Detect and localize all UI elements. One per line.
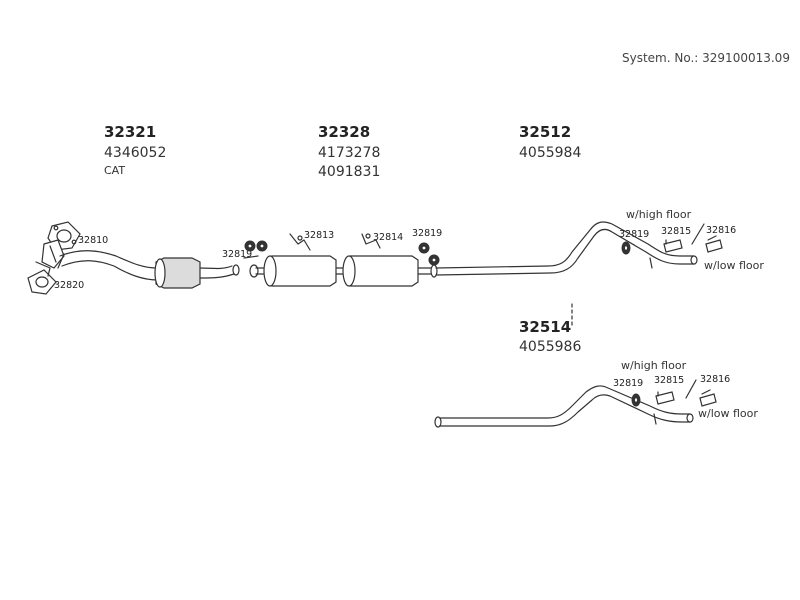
callout-32816: 32816 [700, 374, 731, 385]
note-low-floor: w/low floor [698, 407, 758, 420]
part-code: 4055986 [519, 339, 582, 355]
system-number: System. No.: 329100013.09 [622, 51, 790, 65]
rubber-hanger [243, 240, 268, 259]
rubber-hanger [418, 242, 440, 266]
note-high-floor: w/high floor [621, 359, 687, 372]
callout-32813: 32813 [304, 230, 335, 241]
rubber-hanger [631, 393, 641, 407]
catalytic-converter-pipe [41, 239, 240, 289]
rear-pipe-32514 [434, 385, 694, 428]
callout-32816: 32816 [706, 225, 737, 236]
bracket [699, 389, 717, 407]
callout-32820: 32820 [54, 280, 85, 291]
callout-32810: 32810 [78, 235, 109, 246]
rear-pipe-32512 [435, 221, 698, 276]
separator-line [685, 379, 697, 399]
bracket [361, 233, 381, 249]
callout-32819: 32819 [619, 229, 650, 240]
clamp [27, 261, 57, 295]
part-number-32328: 32328 [318, 123, 371, 141]
bracket [705, 235, 723, 253]
callout-32819: 32819 [222, 249, 253, 260]
part-code: 4091831 [318, 164, 381, 180]
callout-32815: 32815 [654, 375, 685, 386]
note-high-floor: w/high floor [626, 208, 692, 221]
callout-32819: 32819 [412, 228, 443, 239]
cat-label: CAT [104, 164, 126, 177]
bracket [655, 391, 675, 405]
callout-32819: 32819 [613, 378, 644, 389]
center-muffler [249, 255, 438, 287]
callout-32814: 32814 [373, 232, 404, 243]
part-number-32512: 32512 [519, 123, 572, 141]
part-number-32321: 32321 [104, 123, 157, 141]
callout-32815: 32815 [661, 226, 692, 237]
part-code: 4346052 [104, 145, 167, 161]
part-code: 4055984 [519, 145, 582, 161]
note-low-floor: w/low floor [704, 259, 764, 272]
part-number-32514: 32514 [519, 318, 572, 336]
separator-line [691, 223, 705, 245]
bracket [663, 239, 683, 253]
bracket [289, 233, 311, 251]
rubber-hanger [621, 241, 631, 255]
part-code: 4173278 [318, 145, 381, 161]
